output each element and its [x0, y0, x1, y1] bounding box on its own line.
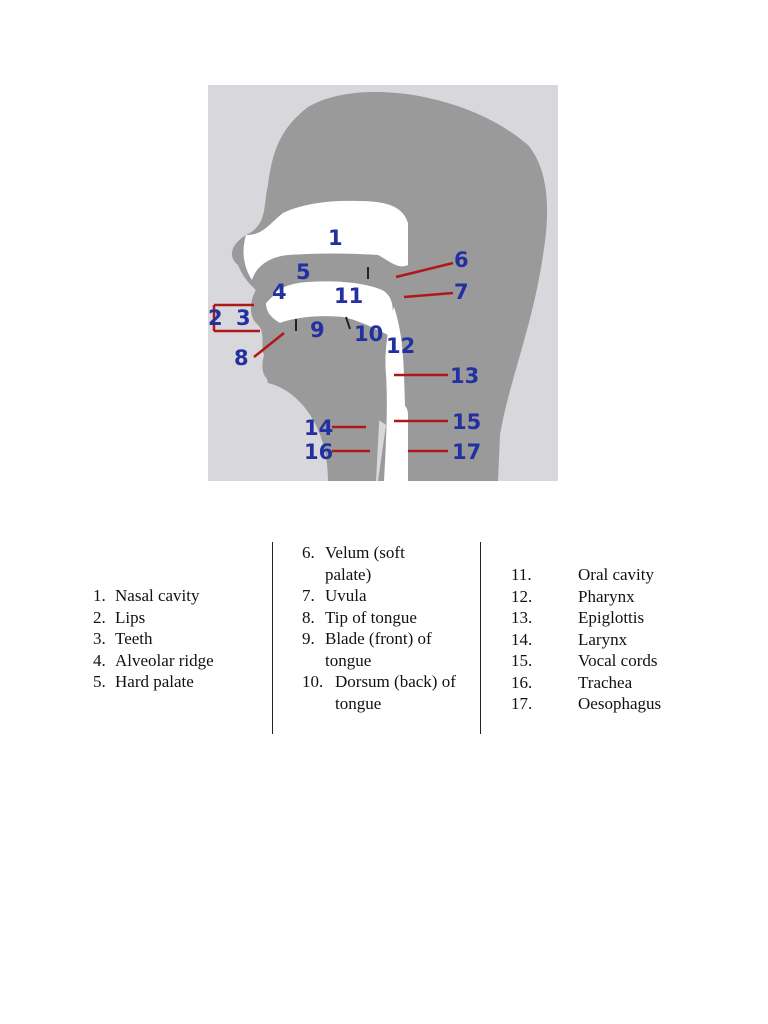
legend-text: Larynx	[578, 629, 628, 649]
legend-item: 9.Blade (front) of tongue	[302, 628, 472, 671]
arrows	[214, 261, 454, 453]
legend-text: Teeth	[115, 629, 153, 648]
label-1: 1	[328, 226, 343, 250]
hard-palate-shape	[252, 256, 404, 300]
label-17: 17	[452, 440, 481, 464]
label-16: 16	[304, 440, 333, 464]
label-6: 6	[454, 248, 469, 272]
legend-text: Oesophagus	[578, 694, 662, 713]
legend-item: 16.Trachea	[511, 672, 633, 692]
legend-item: 12.Pharynx	[511, 586, 635, 606]
label-3: 3	[236, 306, 251, 330]
legend-text: Alveolar ridge	[115, 650, 214, 670]
legend-text: Dorsum (back) of tongue	[335, 672, 456, 713]
arrow-6	[395, 261, 454, 279]
label-8: 8	[234, 346, 249, 370]
legend-text: Lips	[115, 607, 146, 627]
legend-text: Blade (front) of tongue	[325, 629, 432, 670]
legend-text: Oral cavity	[578, 565, 654, 584]
legend-item: 4.Alveolar ridge	[93, 650, 214, 670]
legend-text: Tip of tongue	[325, 607, 417, 627]
label-7: 7	[454, 280, 469, 304]
legend-column-1: 1.Nasal cavity 2.Lips 3.Teeth 4.Alveolar…	[93, 585, 263, 693]
legend-text: Nasal cavity	[115, 586, 200, 605]
oral-cavity-shape	[266, 281, 393, 335]
vocal-tract-svg: 1 2 3 4 5 6 7 8 9 10 11 12 13 14 15 16 1…	[208, 85, 558, 481]
legend-item: 1.Nasal cavity	[93, 586, 200, 605]
label-12: 12	[386, 334, 415, 358]
legend-item: 13.Epiglottis	[511, 608, 645, 627]
legend-item: 11.Oral cavity	[511, 565, 654, 584]
legend-item: 10.Dorsum (back) of tongue	[302, 671, 472, 714]
label-5: 5	[296, 260, 311, 284]
nasal-cavity-shape	[243, 200, 408, 280]
legend-item: 8.Tip of tongue	[302, 607, 417, 627]
arrow-7	[403, 291, 454, 299]
legend-item: 3.Teeth	[93, 629, 153, 648]
column-divider-2	[480, 542, 481, 734]
label-9: 9	[310, 318, 325, 342]
column-divider-1	[272, 542, 273, 734]
legend-item: 14.Larynx	[511, 629, 628, 649]
legend-text: Pharynx	[578, 586, 635, 606]
legend-item: 2.Lips	[93, 607, 146, 627]
legend-text: Uvula	[325, 586, 367, 605]
label-4: 4	[272, 280, 287, 304]
legend-text: Velum (soft palate)	[325, 543, 405, 584]
label-10: 10	[354, 322, 383, 346]
legend-item: 15.Vocal cords	[511, 651, 658, 670]
label-14: 14	[304, 416, 333, 440]
legend-item: 7.Uvula	[302, 586, 367, 605]
label-2: 2	[208, 306, 223, 330]
legend-column-2: 6.Velum (soft palate) 7.Uvula 8.Tip of t…	[302, 542, 472, 714]
upper-teeth-shape	[256, 285, 274, 303]
label-11: 11	[334, 284, 363, 308]
legend-text: Hard palate	[115, 672, 194, 691]
legend-text: Vocal cords	[578, 651, 658, 670]
lower-teeth-shape	[260, 319, 280, 333]
vocal-tract-diagram: 1 2 3 4 5 6 7 8 9 10 11 12 13 14 15 16 1…	[208, 85, 558, 481]
legend-text: Epiglottis	[578, 608, 645, 627]
legend-text: Trachea	[578, 672, 633, 692]
arrow-8	[253, 332, 285, 358]
pharynx-shape	[384, 307, 406, 481]
legend-item: 5.Hard palate	[93, 672, 194, 691]
legend-item: 6.Velum (soft palate)	[302, 542, 472, 585]
legend-item: 17.Oesophagus	[511, 694, 662, 713]
legend-column-3: 11.Oral cavity 12.Pharynx 13.Epiglottis …	[511, 564, 711, 715]
oesophagus-shape	[400, 404, 408, 481]
label-15: 15	[452, 410, 481, 434]
tongue-shape	[265, 316, 387, 481]
tongue-tick-2	[345, 316, 351, 330]
label-13: 13	[450, 364, 479, 388]
